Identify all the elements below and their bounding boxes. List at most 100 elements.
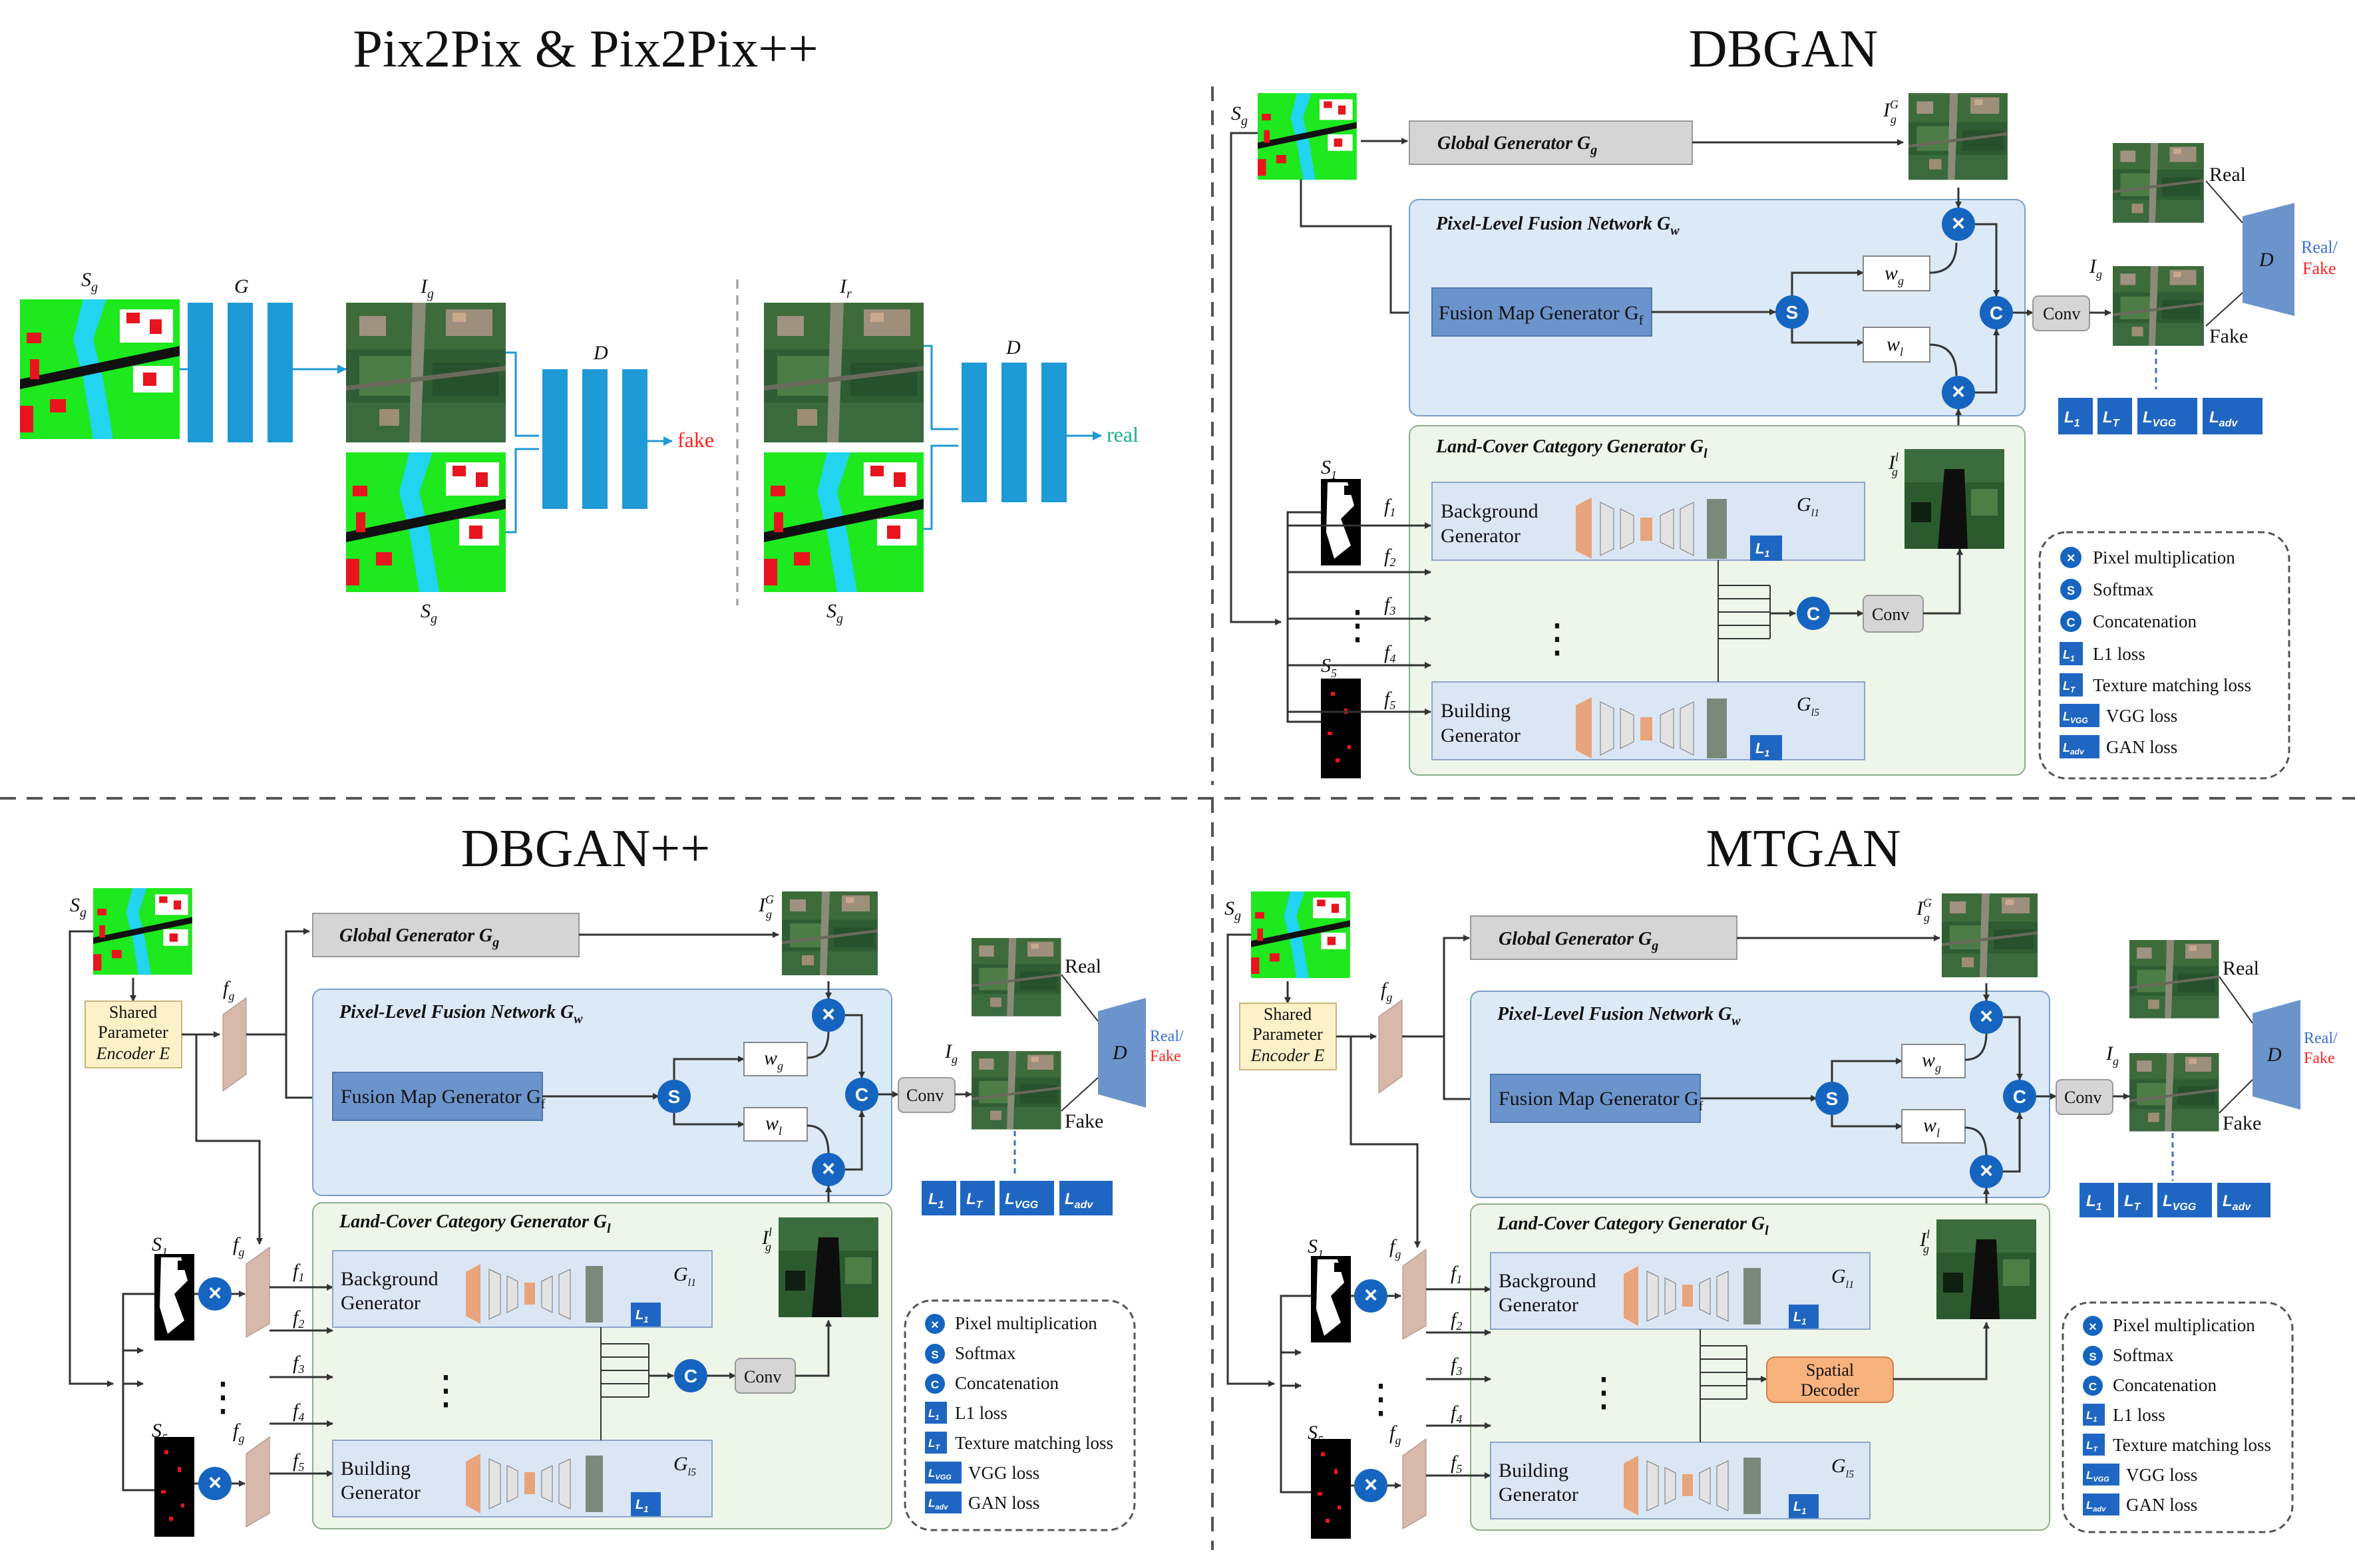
svg-text:Fusion Map Generator Gf: Fusion Map Generator Gf	[341, 1086, 546, 1112]
diagram-label: Fake	[1150, 1048, 1181, 1065]
discriminator2-block-3	[1041, 363, 1067, 502]
diagram-label: g	[238, 1432, 244, 1445]
svg-text:Global Generator Gg: Global Generator Gg	[339, 925, 499, 950]
diagram-label: g	[1590, 143, 1597, 158]
diagram-label: S	[152, 1233, 162, 1255]
diagram-label: Real	[2223, 957, 2259, 979]
svg-text:C: C	[684, 1366, 697, 1386]
legend-box	[2038, 531, 2290, 780]
diagram-label: GAN loss	[2126, 1495, 2197, 1515]
svg-text:S1: S1	[1321, 456, 1337, 482]
svg-text:Fusion Map Generator Gf: Fusion Map Generator Gf	[1499, 1088, 1704, 1114]
generator-block-1	[188, 303, 213, 442]
diagram-label: I	[2089, 255, 2097, 277]
svg-text:Sg: Sg	[70, 894, 87, 920]
svg-text:Gl1: Gl1	[673, 1263, 696, 1289]
diagram-label: Parameter	[1252, 1024, 1323, 1044]
diagram-label: g	[431, 611, 437, 626]
diagram-label: Generator	[1441, 724, 1521, 746]
svg-text:C: C	[931, 1378, 939, 1391]
global-generator-box	[1409, 120, 1693, 165]
diagram-label: f	[1639, 313, 1644, 328]
diagram-label: g	[1924, 911, 1930, 924]
diagram-label: Building	[1441, 700, 1511, 722]
svg-text:Global Generator Gg: Global Generator Gg	[1499, 929, 1658, 953]
diagram-label: Softmax	[2113, 1345, 2174, 1365]
diagram-label: Global Generator G	[1499, 929, 1652, 949]
svg-text:fg: fg	[233, 1420, 244, 1445]
discriminator-trapezoid	[2243, 203, 2294, 316]
title-dbganpp: DBGAN++	[461, 820, 711, 878]
diagram-label: Texture matching loss	[955, 1433, 1113, 1453]
diagram-label: S	[1308, 1235, 1318, 1257]
svg-text:Sg: Sg	[1224, 897, 1241, 923]
diagram-label: g	[766, 907, 772, 921]
diagram-label: 5	[1389, 699, 1395, 712]
svg-text:f4: f4	[1451, 1402, 1462, 1426]
diagram-label: Real	[2209, 164, 2246, 186]
svg-text:S1: S1	[1308, 1235, 1324, 1261]
diagram-label: w	[764, 1047, 777, 1069]
diagram-label: g	[2113, 1054, 2119, 1068]
diagram-label: Shared	[1264, 1005, 1312, 1024]
diagram-label: ⋮	[203, 1375, 243, 1419]
svg-text:Gl1: Gl1	[1831, 1265, 1854, 1291]
svg-text:IGg: IGg	[1916, 896, 1932, 924]
svg-text:Pixel-Level Fusion Network Gw: Pixel-Level Fusion Network Gw	[1497, 1004, 1741, 1028]
diagram-label: VGG loss	[968, 1463, 1039, 1483]
diagram-label: Generator	[341, 1292, 421, 1314]
diagram-label: D	[593, 342, 608, 364]
svg-text:f3: f3	[1451, 1354, 1462, 1378]
svg-text:Gl5: Gl5	[1831, 1455, 1854, 1480]
diagram-label: Building	[341, 1458, 411, 1480]
diagram-label: D	[2259, 249, 2274, 271]
dbganpp-panel: Sg Shared Parameter Encoder E fg Global …	[69, 888, 1184, 1537]
diagram-label: g	[427, 287, 434, 301]
diagram-label: g	[765, 1240, 771, 1253]
diagram-label: S	[152, 1420, 162, 1442]
diagram-label: Background	[1499, 1270, 1596, 1292]
svg-text:f4: f4	[293, 1400, 304, 1424]
discriminator2-block-2	[1001, 363, 1027, 502]
diagram-label: VGG loss	[2126, 1465, 2197, 1485]
diagram-label: Fake	[1065, 1110, 1103, 1132]
svg-text:f2: f2	[293, 1307, 304, 1331]
pix2pix-panel: Sg G Ig Sg D fake Ir Sg D real	[20, 269, 1139, 626]
svg-text:IGg: IGg	[758, 893, 774, 921]
svg-text:×: ×	[1980, 1004, 1993, 1029]
svg-text:Ig: Ig	[2089, 255, 2102, 281]
diagram-label: I	[2105, 1042, 2114, 1064]
diagram-label: l5	[1846, 1469, 1854, 1480]
svg-text:fg: fg	[1389, 1235, 1401, 1261]
diagram-label: I	[944, 1040, 953, 1062]
diagram-label: w	[1887, 333, 1900, 355]
diagram-label: G	[673, 1263, 688, 1285]
svg-text:Ig: Ig	[2105, 1042, 2119, 1068]
diagram-label: G	[1923, 896, 1932, 909]
diagram-label: l1	[1811, 508, 1819, 519]
diagram-label: I	[1888, 452, 1897, 474]
diagram-label: ⋮	[1537, 617, 1577, 661]
diagram-label: Pixel-Level Fusion Network G	[1497, 1004, 1731, 1024]
diagram-label: l	[1926, 1227, 1930, 1241]
svg-text:×: ×	[931, 1318, 939, 1333]
diagram-label: Encoder E	[1250, 1046, 1325, 1065]
svg-text:Gl1: Gl1	[1797, 494, 1819, 519]
svg-text:×: ×	[1364, 1283, 1377, 1308]
concat-node-2	[1797, 597, 1830, 630]
shared-encoder-box	[85, 1001, 182, 1068]
svg-text:f1: f1	[1451, 1262, 1462, 1286]
svg-text:f4: f4	[1384, 641, 1395, 665]
diagram-label: Real	[1065, 955, 1101, 977]
diagram-label: f	[541, 1097, 546, 1112]
diagram-label: 1	[298, 1271, 304, 1284]
real-label: real	[1107, 422, 1139, 446]
diagram-label: Fake	[2209, 325, 2248, 347]
diagram-label: 1	[162, 1245, 168, 1259]
svg-text:f2: f2	[1384, 545, 1395, 569]
diagram-label: Softmax	[2093, 579, 2154, 599]
svg-text:IGg: IGg	[1883, 98, 1899, 126]
svg-text:C: C	[2013, 1086, 2026, 1107]
svg-text:f3: f3	[293, 1352, 304, 1376]
generator-block-2	[228, 303, 253, 442]
